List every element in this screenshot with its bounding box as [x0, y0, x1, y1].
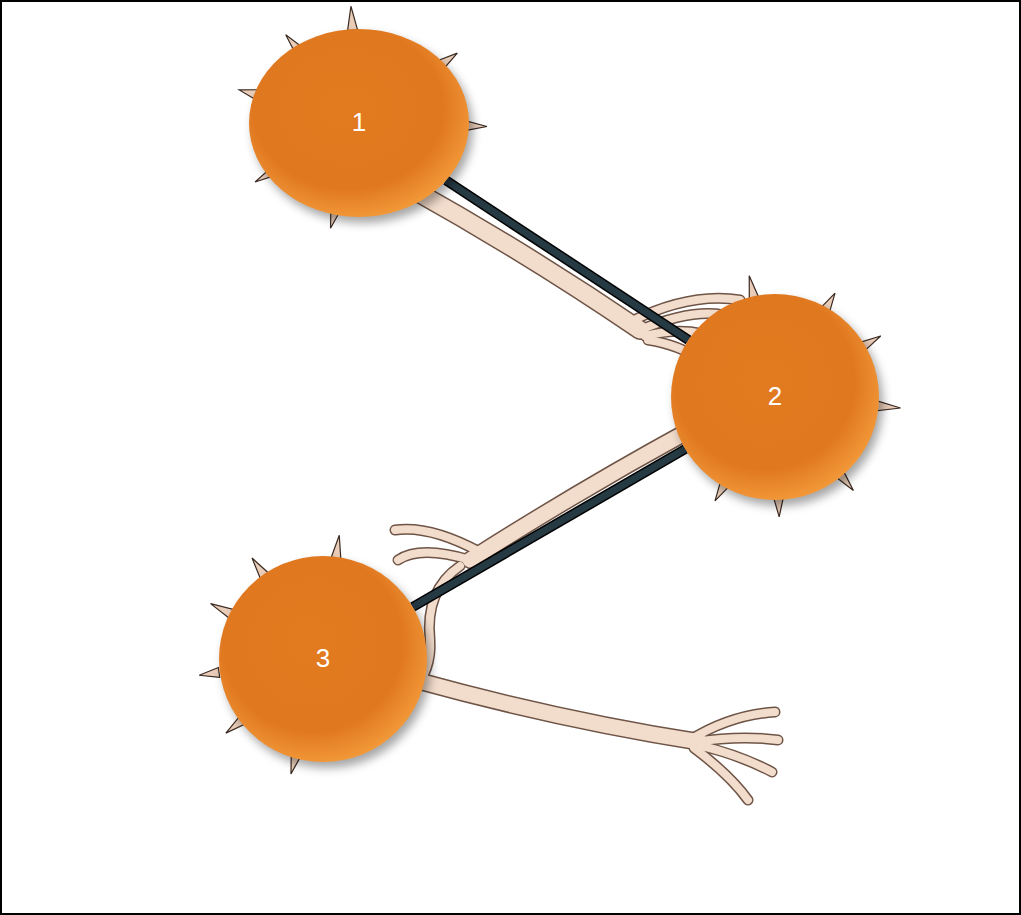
neuron-soma: 1 — [248, 28, 470, 218]
connector-outline — [413, 449, 686, 607]
neuron-soma: 2 — [670, 293, 880, 501]
neuron-soma: 3 — [218, 555, 428, 763]
axon-outline — [395, 188, 778, 800]
soma-fill — [671, 294, 879, 500]
soma-fill — [249, 29, 469, 217]
node-number: 2 — [768, 382, 782, 412]
node-number: 3 — [316, 644, 330, 674]
node-number: 1 — [352, 108, 366, 138]
connector-line — [413, 449, 686, 607]
axon-fill — [395, 188, 778, 800]
connector-outline — [446, 180, 688, 340]
soma-fill — [219, 556, 427, 762]
dendrite-spikes — [199, 6, 901, 775]
connector-line — [446, 180, 688, 340]
